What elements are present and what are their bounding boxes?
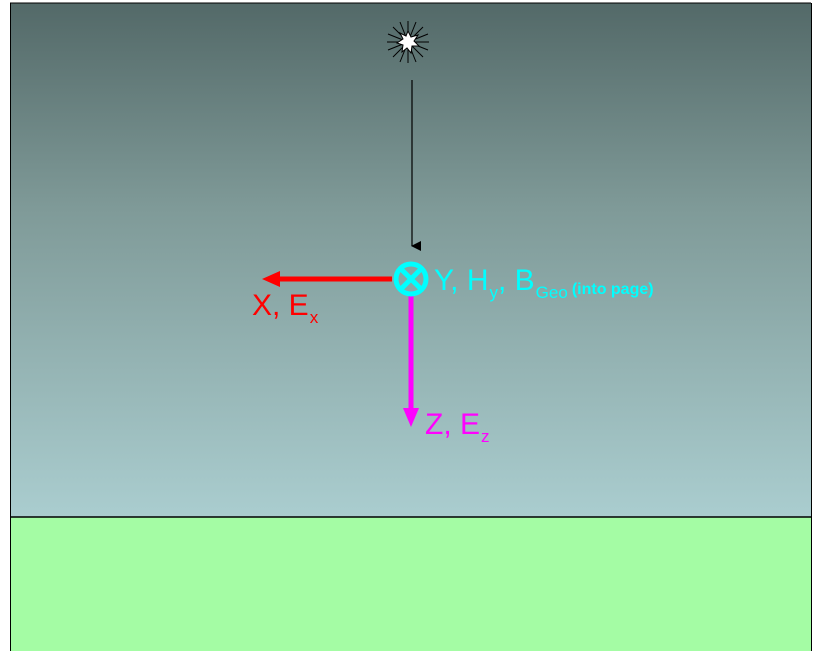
y-axis-label-sub-geo: Geo — [536, 283, 568, 302]
z-axis-label-main: Z, E — [425, 408, 480, 441]
z-axis-label-sub: z — [481, 427, 490, 446]
x-axis-label-main: X, E — [252, 289, 309, 322]
x-axis-label: X, Ex — [252, 291, 318, 321]
x-axis-arrow — [262, 271, 392, 287]
y-axis-label-note: (into page) — [572, 281, 654, 298]
x-axis-label-sub: x — [310, 308, 319, 327]
z-axis-arrow — [403, 296, 419, 427]
circled-x-icon — [396, 264, 426, 294]
y-axis-label: Y, Hy, BGeo(into page) — [434, 266, 654, 296]
y-axis-label-sub-y: y — [489, 283, 498, 302]
y-axis-label-main: Y, H — [434, 264, 488, 297]
z-axis-label: Z, Ez — [425, 410, 490, 440]
y-axis-label-b: , B — [498, 264, 535, 297]
sun-burst-icon — [387, 21, 429, 63]
